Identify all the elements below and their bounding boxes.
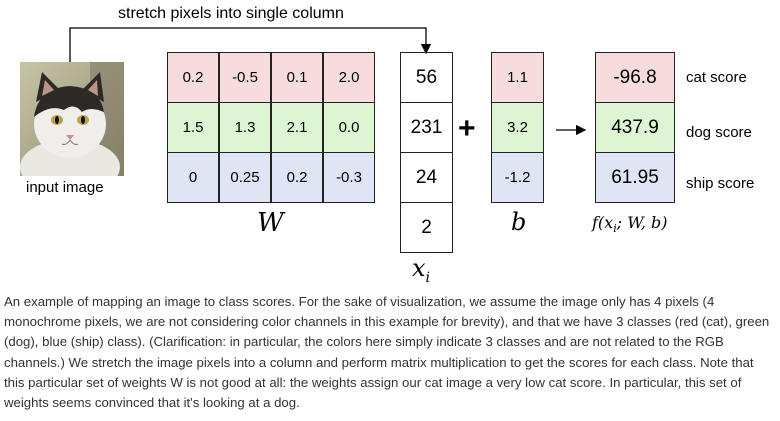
input-image [20,62,124,176]
scores-label: f(xi; W, b) [592,213,668,236]
w-cell-0-0: 0.2 [167,52,219,103]
w-cell-1-3: 0.0 [323,102,375,153]
w-cell-1-0: 1.5 [167,102,219,153]
w-cell-2-1: 0.25 [219,152,271,203]
w-cell-1-1: 1.3 [219,102,271,153]
w-cell-2-0: 0 [167,152,219,203]
w-label: W [257,208,284,238]
cat-score-label: cat score [686,69,747,86]
b-cell-0: 1.1 [491,52,544,103]
w-cell-0-1: -0.5 [219,52,271,103]
b-cell-2: -1.2 [491,152,544,203]
b-label: b [511,208,527,236]
connector-arrows [69,27,587,136]
x-cell-0: 56 [400,52,453,103]
b-cell-1: 3.2 [491,102,544,153]
input-image-label: input image [26,179,104,196]
w-cell-0-2: 0.1 [271,52,323,103]
w-cell-0-3: 2.0 [323,52,375,103]
ship-score-label: ship score [686,175,755,192]
plus-sign: + [458,112,476,145]
w-cell-2-3: -0.3 [323,152,375,203]
score-cell-cat: -96.8 [595,52,675,103]
score-cell-ship: 61.95 [595,152,675,203]
stretch-arrow [69,27,432,62]
x-cell-1: 231 [400,102,453,153]
x-cell-3: 2 [400,202,453,253]
figure-caption: An example of mapping an image to class … [4,294,770,411]
x-cell-2: 24 [400,152,453,203]
w-cell-1-2: 2.1 [271,102,323,153]
w-cell-2-2: 0.2 [271,152,323,203]
diagram-title: stretch pixels into single column [118,5,344,22]
dog-score-label: dog score [686,124,752,141]
x-label: xi [412,254,431,286]
score-cell-dog: 437.9 [595,102,675,153]
